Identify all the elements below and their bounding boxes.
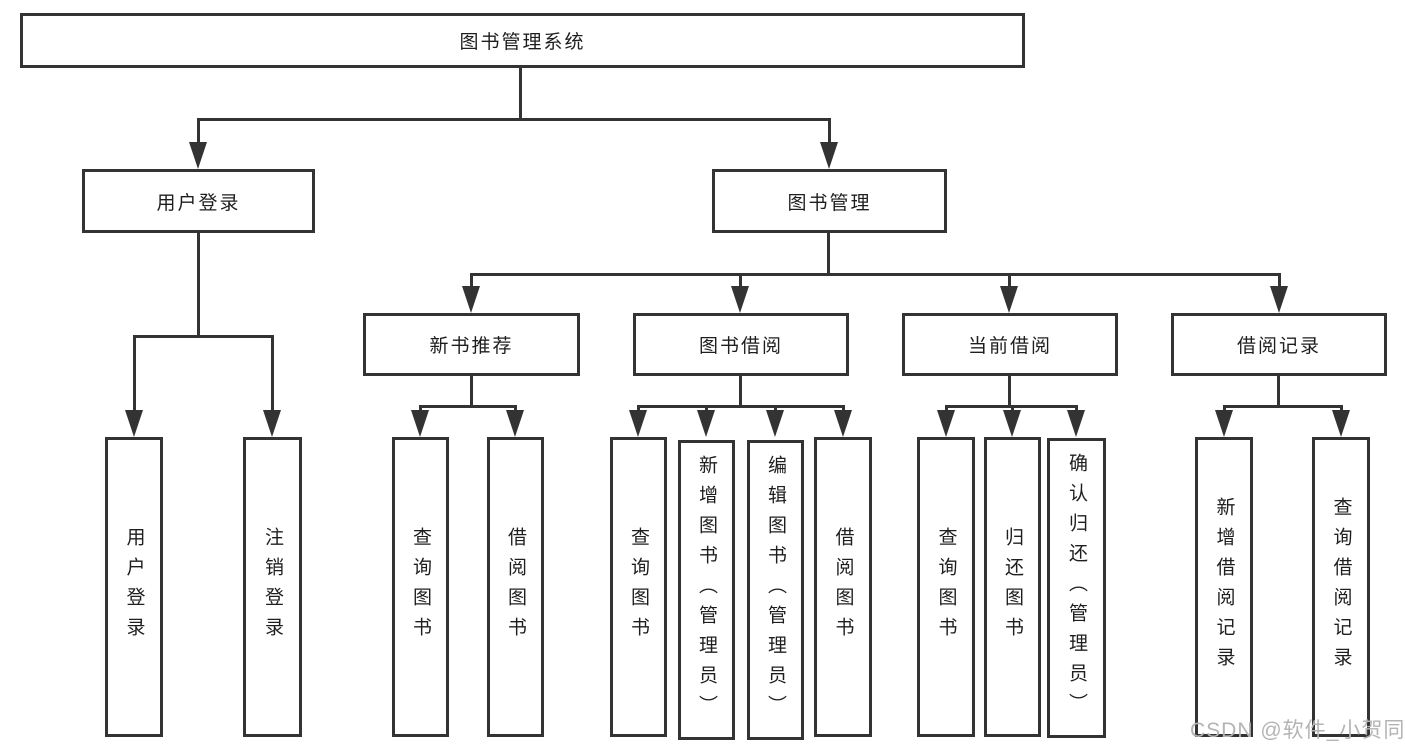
arrow-down-icon [937,410,955,437]
node-new-book-recommendation: 新书推荐 [363,313,580,376]
node-label: 新增图书（管理员） [696,455,717,725]
node-label: 注销登录 [262,527,283,647]
connector-line [842,405,845,413]
connector-line [197,233,200,337]
node-book-borrowing: 图书借阅 [633,313,849,376]
leaf-logout: 注销登录 [243,437,302,737]
node-label: 图书管理 [787,192,872,214]
leaf-query-books-current: 查询图书 [917,437,975,737]
leaf-user-login: 用户登录 [105,437,163,737]
connector-line [133,335,136,413]
arrow-down-icon [462,286,480,313]
connector-line [1008,376,1011,407]
connector-line [637,405,845,408]
arrow-down-icon [1270,286,1288,313]
arrow-down-icon [834,410,852,437]
arrow-down-icon [411,410,429,437]
connector-line [1223,405,1343,408]
connector-line [1011,405,1014,413]
node-label: 查询图书 [628,527,649,647]
node-label: 用户登录 [123,527,145,647]
connector-line [470,376,473,407]
connector-line [470,273,473,289]
connector-line [828,118,831,145]
node-label: 归还图书 [1002,527,1023,647]
connector-line [197,118,200,145]
leaf-query-books-recommend: 查询图书 [392,437,449,737]
arrow-down-icon [1003,410,1021,437]
node-label: 图书管理系统 [459,32,586,53]
connector-line [514,405,517,413]
connector-line [739,273,742,289]
node-book-management: 图书管理 [712,169,947,233]
connector-line [519,68,522,119]
arrow-down-icon [629,410,647,437]
arrow-down-icon [766,410,784,437]
connector-line [1075,405,1078,413]
arrow-down-icon [820,142,838,169]
connector-line [827,233,830,275]
node-label: 新增借阅记录 [1213,497,1235,677]
leaf-return-books: 归还图书 [984,437,1041,737]
connector-line [739,376,742,407]
connector-line [945,405,948,413]
node-label: 借阅记录 [1236,336,1321,357]
arrow-down-icon [697,410,715,437]
connector-line [197,118,831,121]
connector-line [1008,273,1011,289]
connector-line [705,405,708,413]
connector-line [419,405,517,408]
node-user-login: 用户登录 [82,169,315,233]
arrow-down-icon [506,410,524,437]
node-label: 图书借阅 [698,336,783,357]
leaf-confirm-return-admin: 确认归还（管理员） [1047,438,1106,738]
connector-line [1223,405,1226,413]
leaf-borrow-books-recommend: 借阅图书 [487,437,544,737]
leaf-query-books-borrowing: 查询图书 [610,437,667,737]
arrow-down-icon [1000,286,1018,313]
connector-line [1277,376,1280,407]
connector-line [419,405,422,413]
arrow-down-icon [263,410,281,437]
arrow-down-icon [189,142,207,169]
node-label: 用户登录 [156,192,241,214]
connector-line [133,335,274,338]
node-label: 借阅图书 [505,527,526,647]
node-current-borrowing: 当前借阅 [902,313,1118,376]
node-library-management-system: 图书管理系统 [20,13,1025,68]
node-label: 确认归还（管理员） [1066,453,1087,723]
arrow-down-icon [1067,410,1085,437]
node-label: 查询图书 [410,527,431,647]
arrow-down-icon [1215,410,1233,437]
connector-line [271,335,274,413]
arrow-down-icon [1332,410,1350,437]
node-label: 查询借阅记录 [1330,497,1352,677]
arrow-down-icon [125,410,143,437]
connector-line [470,273,1281,276]
arrow-down-icon [731,286,749,313]
node-label: 当前借阅 [967,336,1052,357]
connector-line [774,405,777,413]
leaf-query-borrow-record: 查询借阅记录 [1312,437,1370,737]
leaf-add-borrow-record: 新增借阅记录 [1195,437,1253,737]
leaf-edit-books-admin: 编辑图书（管理员） [747,440,804,740]
connector-line [637,405,640,413]
leaf-borrow-books-borrowing: 借阅图书 [814,437,872,737]
connector-line [1278,273,1281,289]
node-label: 编辑图书（管理员） [765,455,786,725]
connector-line [1340,405,1343,413]
node-label: 查询图书 [935,527,957,647]
node-label: 新书推荐 [429,336,514,357]
node-label: 借阅图书 [832,527,854,647]
node-borrowing-records: 借阅记录 [1171,313,1387,376]
leaf-add-books-admin: 新增图书（管理员） [678,440,735,740]
